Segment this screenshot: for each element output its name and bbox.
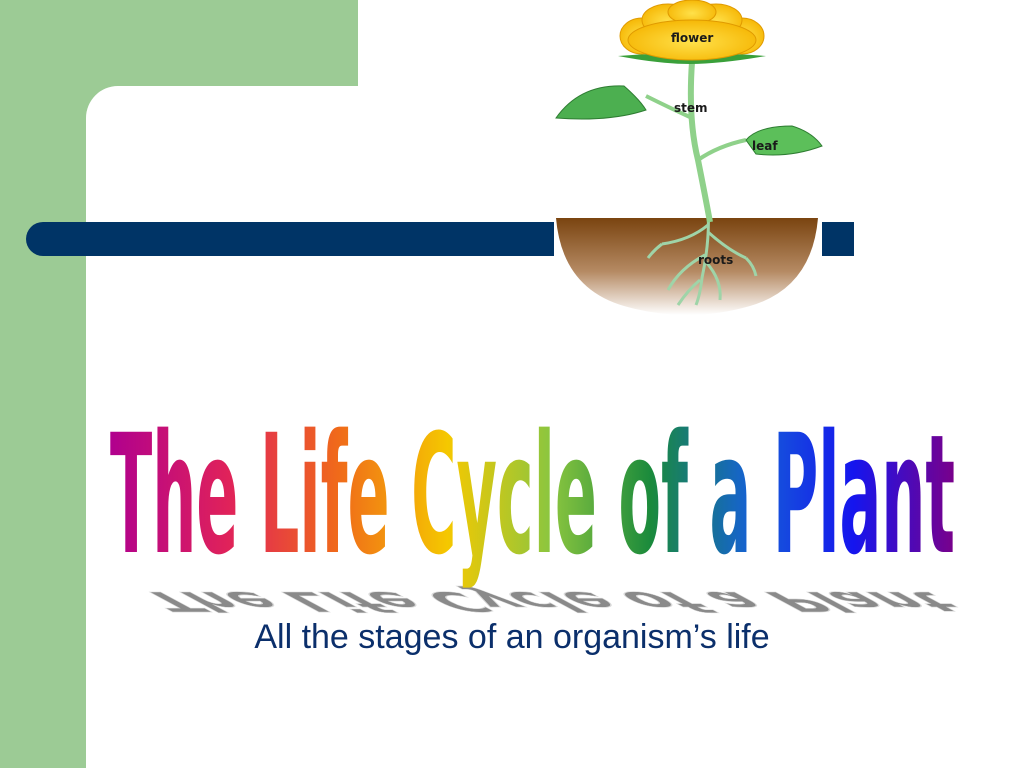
stem-shape — [687, 61, 713, 223]
content-panel — [86, 86, 1024, 768]
flower-label: flower — [671, 31, 713, 45]
slide-subtitle: All the stages of an organism’s life — [254, 618, 770, 656]
title-shadow: The Life Cycle of a Plant — [123, 585, 979, 618]
plant-illustration: flower stem leaf roots — [555, 0, 823, 315]
left-leaf-shape — [555, 85, 647, 120]
navy-accent-square — [822, 222, 854, 256]
roots-label: roots — [698, 253, 733, 267]
title-wordart: The Life Cycle of a Plant The Life Cycle… — [110, 399, 979, 618]
navy-accent-bar — [26, 222, 554, 256]
stem-label: stem — [674, 101, 708, 115]
flower-shape — [619, 0, 765, 61]
slide-title: The Life Cycle of a Plant — [110, 399, 955, 591]
roots-shape — [646, 209, 758, 306]
right-leaf-shape — [745, 125, 823, 156]
title-shadow-text: The Life Cycle of a Plant — [123, 585, 978, 617]
leaf-label: leaf — [752, 139, 778, 153]
